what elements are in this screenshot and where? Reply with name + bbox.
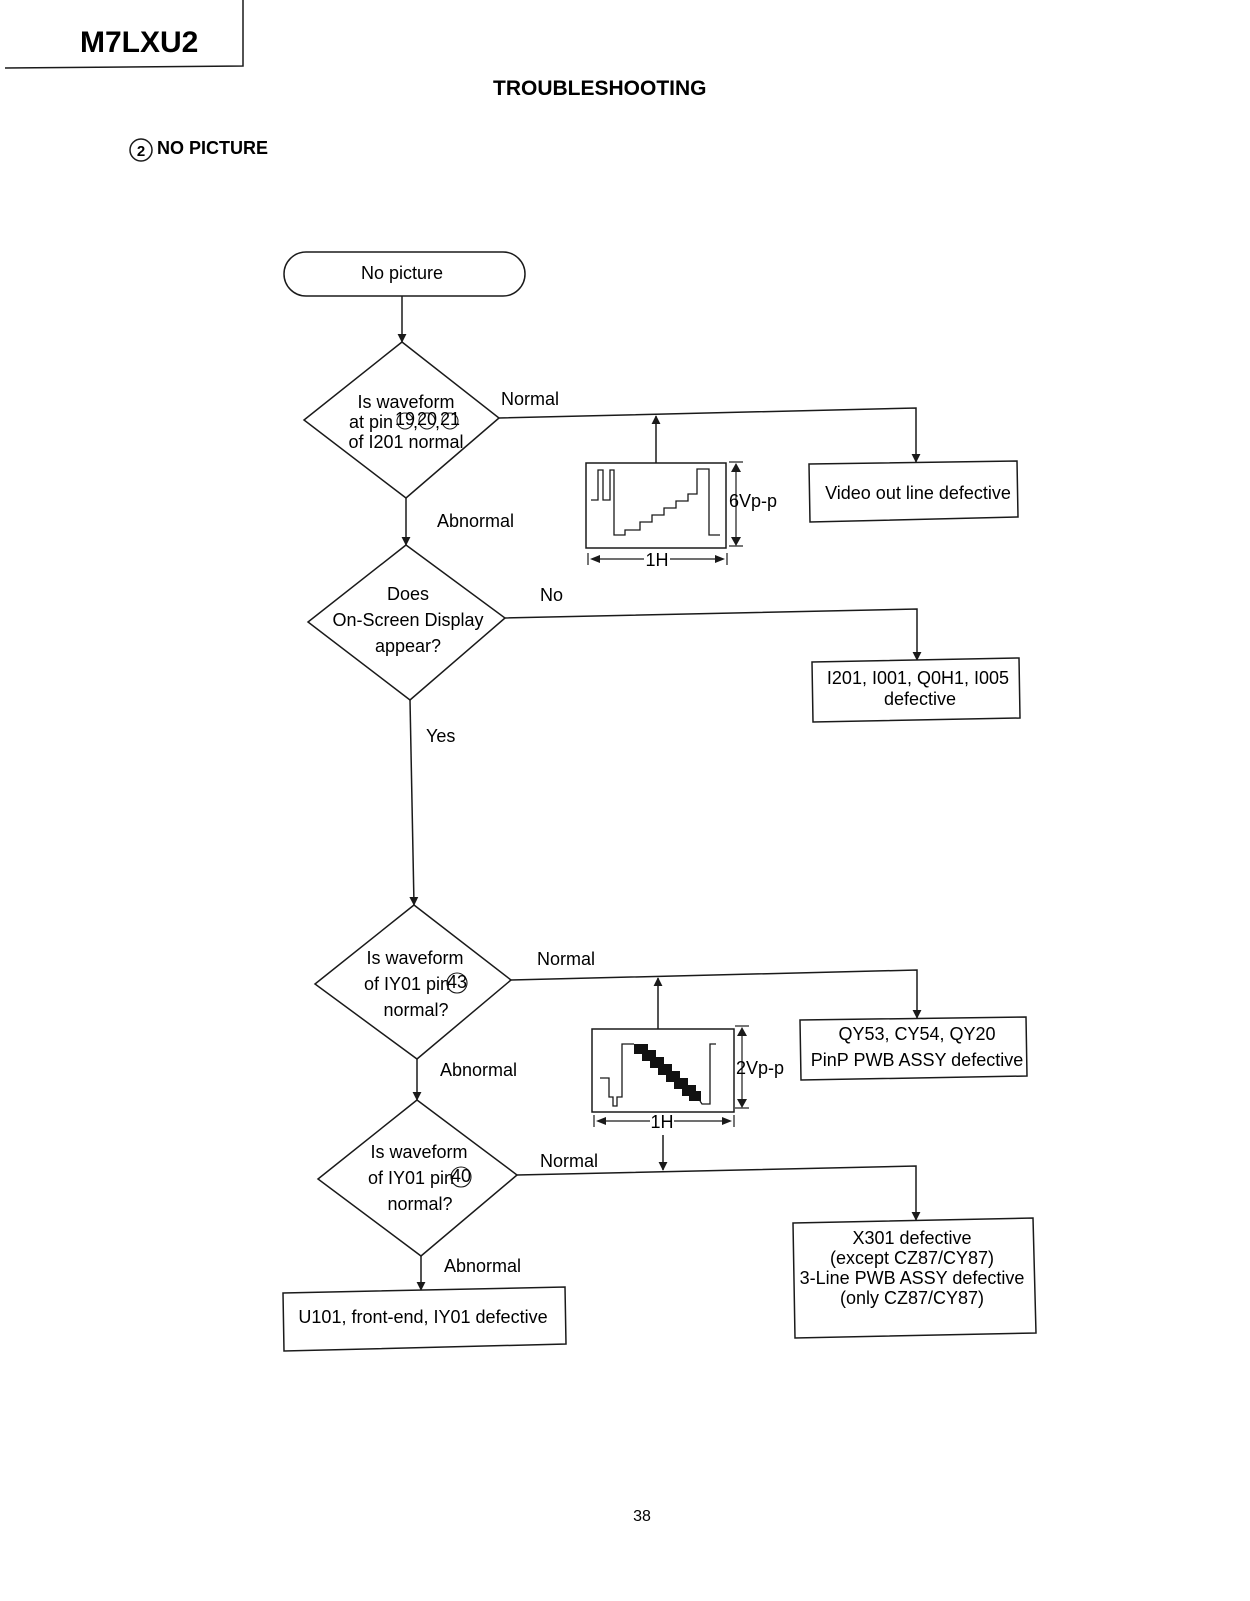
decision-3: Is waveform of IY01 pin 43 normal? bbox=[313, 904, 513, 1060]
d1-line2: at pin 19 , 20 , 21 bbox=[349, 409, 460, 432]
page-number: 38 bbox=[633, 1508, 651, 1525]
d4-abnormal-label: Abnormal bbox=[444, 1256, 521, 1276]
d1-line1: Is waveform bbox=[357, 392, 454, 412]
arrow-d1-normal bbox=[498, 407, 921, 463]
start-label: No picture bbox=[361, 263, 443, 283]
d3-normal-label: Normal bbox=[537, 949, 595, 969]
d2-no-label: No bbox=[540, 585, 563, 605]
result-x301-line2: (except CZ87/CY87) bbox=[830, 1248, 994, 1268]
d1-pin-circle-3 bbox=[441, 412, 459, 430]
decision-2: Does On-Screen Display appear? bbox=[306, 544, 507, 701]
result-x301-line1: X301 defective bbox=[852, 1228, 971, 1248]
waveform-1-frame bbox=[585, 462, 727, 549]
d3-line3: normal? bbox=[383, 1000, 448, 1020]
d1-pin-sep-1: , bbox=[413, 412, 418, 432]
d1-pin-3: 21 bbox=[440, 409, 460, 429]
d4-line3: normal? bbox=[387, 1194, 452, 1214]
d4-line2: of IY01 pin 40 bbox=[368, 1166, 472, 1188]
connectors bbox=[397, 296, 922, 1291]
d1-normal-label: Normal bbox=[501, 389, 559, 409]
arrow-d2-no bbox=[504, 608, 922, 661]
d4-line1: Is waveform bbox=[370, 1142, 467, 1162]
d3-pin-circle bbox=[446, 972, 468, 994]
waveform-2: 2Vp-p 1H bbox=[591, 1025, 784, 1132]
model-label: M7LXU2 bbox=[80, 26, 198, 59]
d3-line2: of IY01 pin 43 bbox=[364, 972, 468, 994]
result-u101-text: U101, front-end, IY01 defective bbox=[298, 1307, 547, 1327]
result-pinp-line2: PinP PWB ASSY defective bbox=[811, 1050, 1023, 1070]
d3-line2-prefix: of IY01 pin bbox=[364, 974, 450, 994]
d3-abnormal-label: Abnormal bbox=[440, 1060, 517, 1080]
waveform-1-period: 1H bbox=[645, 550, 668, 570]
result-x301: X301 defective (except CZ87/CY87) 3-Line… bbox=[792, 1217, 1037, 1339]
item-title: NO PICTURE bbox=[157, 138, 268, 158]
d2-line2: On-Screen Display bbox=[332, 610, 483, 630]
arrow-d3-normal bbox=[510, 969, 922, 1019]
d3-line1: Is waveform bbox=[366, 948, 463, 968]
result-pinp: QY53, CY54, QY20 PinP PWB ASSY defective bbox=[799, 1016, 1028, 1081]
item-number: 2 bbox=[137, 143, 145, 160]
result-pinp-line1: QY53, CY54, QY20 bbox=[838, 1024, 995, 1044]
item-number-circle bbox=[129, 138, 153, 162]
result-i201-line1: I201, I001, Q0H1, I005 bbox=[827, 668, 1009, 688]
d4-line2-prefix: of IY01 pin bbox=[368, 1168, 454, 1188]
start-terminal: No picture bbox=[283, 251, 526, 297]
waveform-2-trace-left bbox=[600, 1043, 634, 1107]
arrow-d2-yes bbox=[409, 699, 419, 906]
waveform-2-steps bbox=[634, 1044, 701, 1101]
waveform-1-trace bbox=[591, 468, 720, 536]
result-video-out-text: Video out line defective bbox=[825, 483, 1011, 503]
d2-yes-label: Yes bbox=[426, 726, 455, 746]
d1-pin-circle-1 bbox=[396, 412, 414, 430]
waveform-2-amplitude: 2Vp-p bbox=[736, 1058, 784, 1078]
d4-pin: 40 bbox=[451, 1166, 471, 1186]
d1-pin-2: 20 bbox=[417, 409, 437, 429]
d1-line3: of I201 normal bbox=[348, 432, 463, 452]
result-u101: U101, front-end, IY01 defective bbox=[282, 1286, 567, 1352]
d1-line2-prefix: at pin bbox=[349, 412, 393, 432]
waveform-1-amplitude: 6Vp-p bbox=[729, 491, 777, 511]
d1-pin-1: 19 bbox=[395, 409, 415, 429]
d1-abnormal-label: Abnormal bbox=[437, 511, 514, 531]
d1-pin-sep-2: , bbox=[435, 412, 440, 432]
d2-line1: Does bbox=[387, 584, 429, 604]
result-x301-line3: 3-Line PWB ASSY defective bbox=[800, 1268, 1025, 1288]
decision-1: Is waveform at pin 19 , 20 , 21 of I201 … bbox=[302, 341, 501, 499]
d2-line3: appear? bbox=[375, 636, 441, 656]
waveform-2-period: 1H bbox=[650, 1112, 673, 1132]
section-title: TROUBLESHOOTING bbox=[493, 77, 707, 100]
result-video-out: Video out line defective bbox=[808, 460, 1019, 523]
d3-pin: 43 bbox=[447, 972, 467, 992]
d1-pin-circle-2 bbox=[418, 412, 436, 430]
waveform-1: 6Vp-p 1H bbox=[585, 461, 777, 570]
model-tab: M7LXU2 bbox=[4, 0, 244, 69]
arrow-d4-normal bbox=[516, 1165, 921, 1221]
d4-pin-circle bbox=[450, 1166, 472, 1188]
result-x301-line4: (only CZ87/CY87) bbox=[840, 1288, 984, 1308]
result-i201-line2: defective bbox=[884, 689, 956, 709]
result-i201: I201, I001, Q0H1, I005 defective bbox=[811, 657, 1021, 723]
waveform-2-trace-right bbox=[699, 1043, 716, 1105]
d4-normal-label: Normal bbox=[540, 1151, 598, 1171]
decision-4: Is waveform of IY01 pin 40 normal? bbox=[316, 1099, 519, 1257]
item-heading: 2 NO PICTURE bbox=[129, 138, 268, 162]
